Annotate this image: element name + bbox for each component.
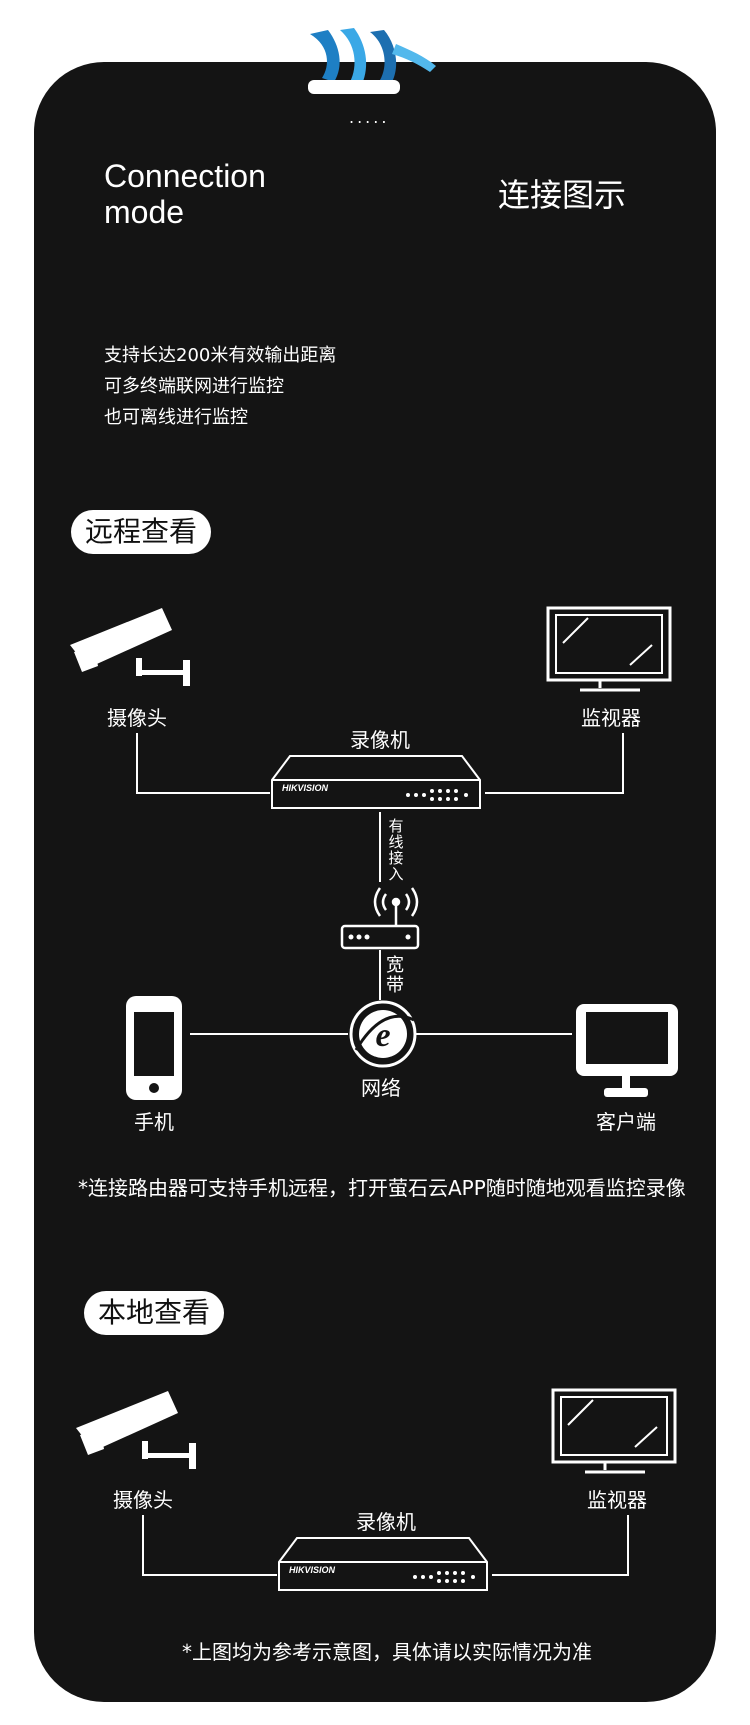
recorder-label: 录像机 xyxy=(350,728,410,752)
desktop-icon xyxy=(576,1004,678,1097)
nvr-brand-logo: HIKVISION xyxy=(289,1565,336,1575)
recorder-label: 录像机 xyxy=(356,1510,416,1534)
wired-access-label: 有 线 接 入 xyxy=(388,818,404,882)
nvr-brand-logo: HIKVISION xyxy=(282,783,329,793)
local-note: *上图均为参考示意图，具体请以实际情况为准 xyxy=(182,1640,592,1664)
router-icon xyxy=(340,887,420,950)
wired-access-char: 有 xyxy=(388,817,404,835)
page-title-cn: 连接图示 xyxy=(498,176,627,214)
description-line: 也可离线进行监控 xyxy=(104,407,248,428)
description: 支持长达200米有效输出距离 可多终端联网进行监控 也可离线进行监控 xyxy=(104,340,336,433)
monitor-label: 监视器 xyxy=(581,706,641,730)
cctv-camera-icon xyxy=(70,608,190,686)
phone-icon xyxy=(126,996,182,1100)
network-label: 网络 xyxy=(361,1076,401,1100)
local-view-tag: 本地查看 xyxy=(84,1291,225,1335)
description-line: 支持长达200米有效输出距离 xyxy=(104,345,337,366)
broadband-char: 带 xyxy=(386,975,404,996)
broadband-label: 宽 带 xyxy=(386,955,404,996)
phone-label: 手机 xyxy=(134,1110,174,1134)
internet-icon: e xyxy=(349,1000,417,1068)
remote-view-tag: 远程查看 xyxy=(71,510,212,554)
client-label: 客户端 xyxy=(596,1110,656,1134)
connector-lines xyxy=(136,733,629,1576)
content-card xyxy=(34,62,716,1702)
wired-access-char: 线 xyxy=(388,833,404,851)
camera-label: 摄像头 xyxy=(113,1488,173,1512)
description-line: 可多终端联网进行监控 xyxy=(104,376,284,397)
monitor-icon xyxy=(551,1388,677,1474)
page-title-en: Connection mode xyxy=(104,158,266,230)
remote-note: *连接路由器可支持手机远程，打开萤石云APP随时随地观看监控录像 xyxy=(78,1176,686,1200)
ribbon-decoration-icon xyxy=(308,28,436,94)
nvr-icon xyxy=(278,1537,488,1591)
wired-access-char: 接 xyxy=(388,849,404,867)
decorative-dots: ..... xyxy=(349,108,390,127)
camera-label: 摄像头 xyxy=(107,706,167,730)
nvr-icon xyxy=(271,755,481,809)
svg-text:e: e xyxy=(375,1017,390,1054)
cctv-camera-icon xyxy=(76,1391,196,1469)
monitor-icon xyxy=(546,606,672,692)
wired-access-char: 入 xyxy=(388,865,404,883)
monitor-label: 监视器 xyxy=(587,1488,647,1512)
broadband-char: 宽 xyxy=(386,955,404,976)
